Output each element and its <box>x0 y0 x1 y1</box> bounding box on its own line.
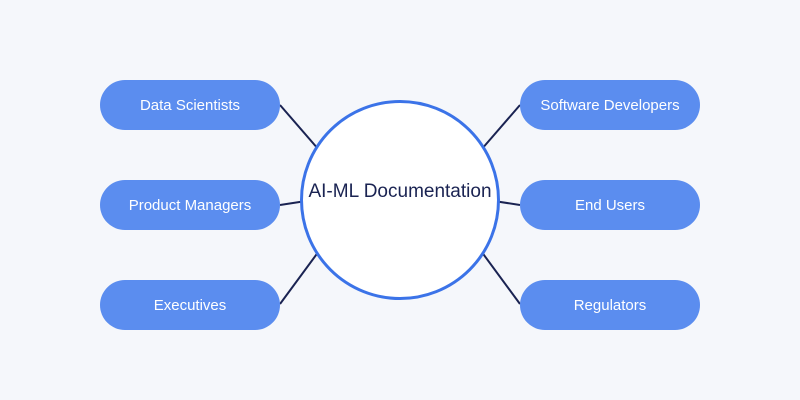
node-product-managers: Product Managers <box>100 180 280 230</box>
connector-regulators <box>480 250 521 305</box>
node-regulators: Regulators <box>520 280 700 330</box>
center-hub-circle <box>300 100 500 300</box>
node-end-users: End Users <box>520 180 700 230</box>
node-software-developers: Software Developers <box>520 80 700 130</box>
node-data-scientists: Data Scientists <box>100 80 280 130</box>
connector-software-developers <box>480 104 521 151</box>
center-hub-label: AI-ML Documentation <box>308 181 492 202</box>
connector-data-scientists <box>279 104 320 151</box>
connector-executives <box>279 250 320 305</box>
node-executives: Executives <box>100 280 280 330</box>
